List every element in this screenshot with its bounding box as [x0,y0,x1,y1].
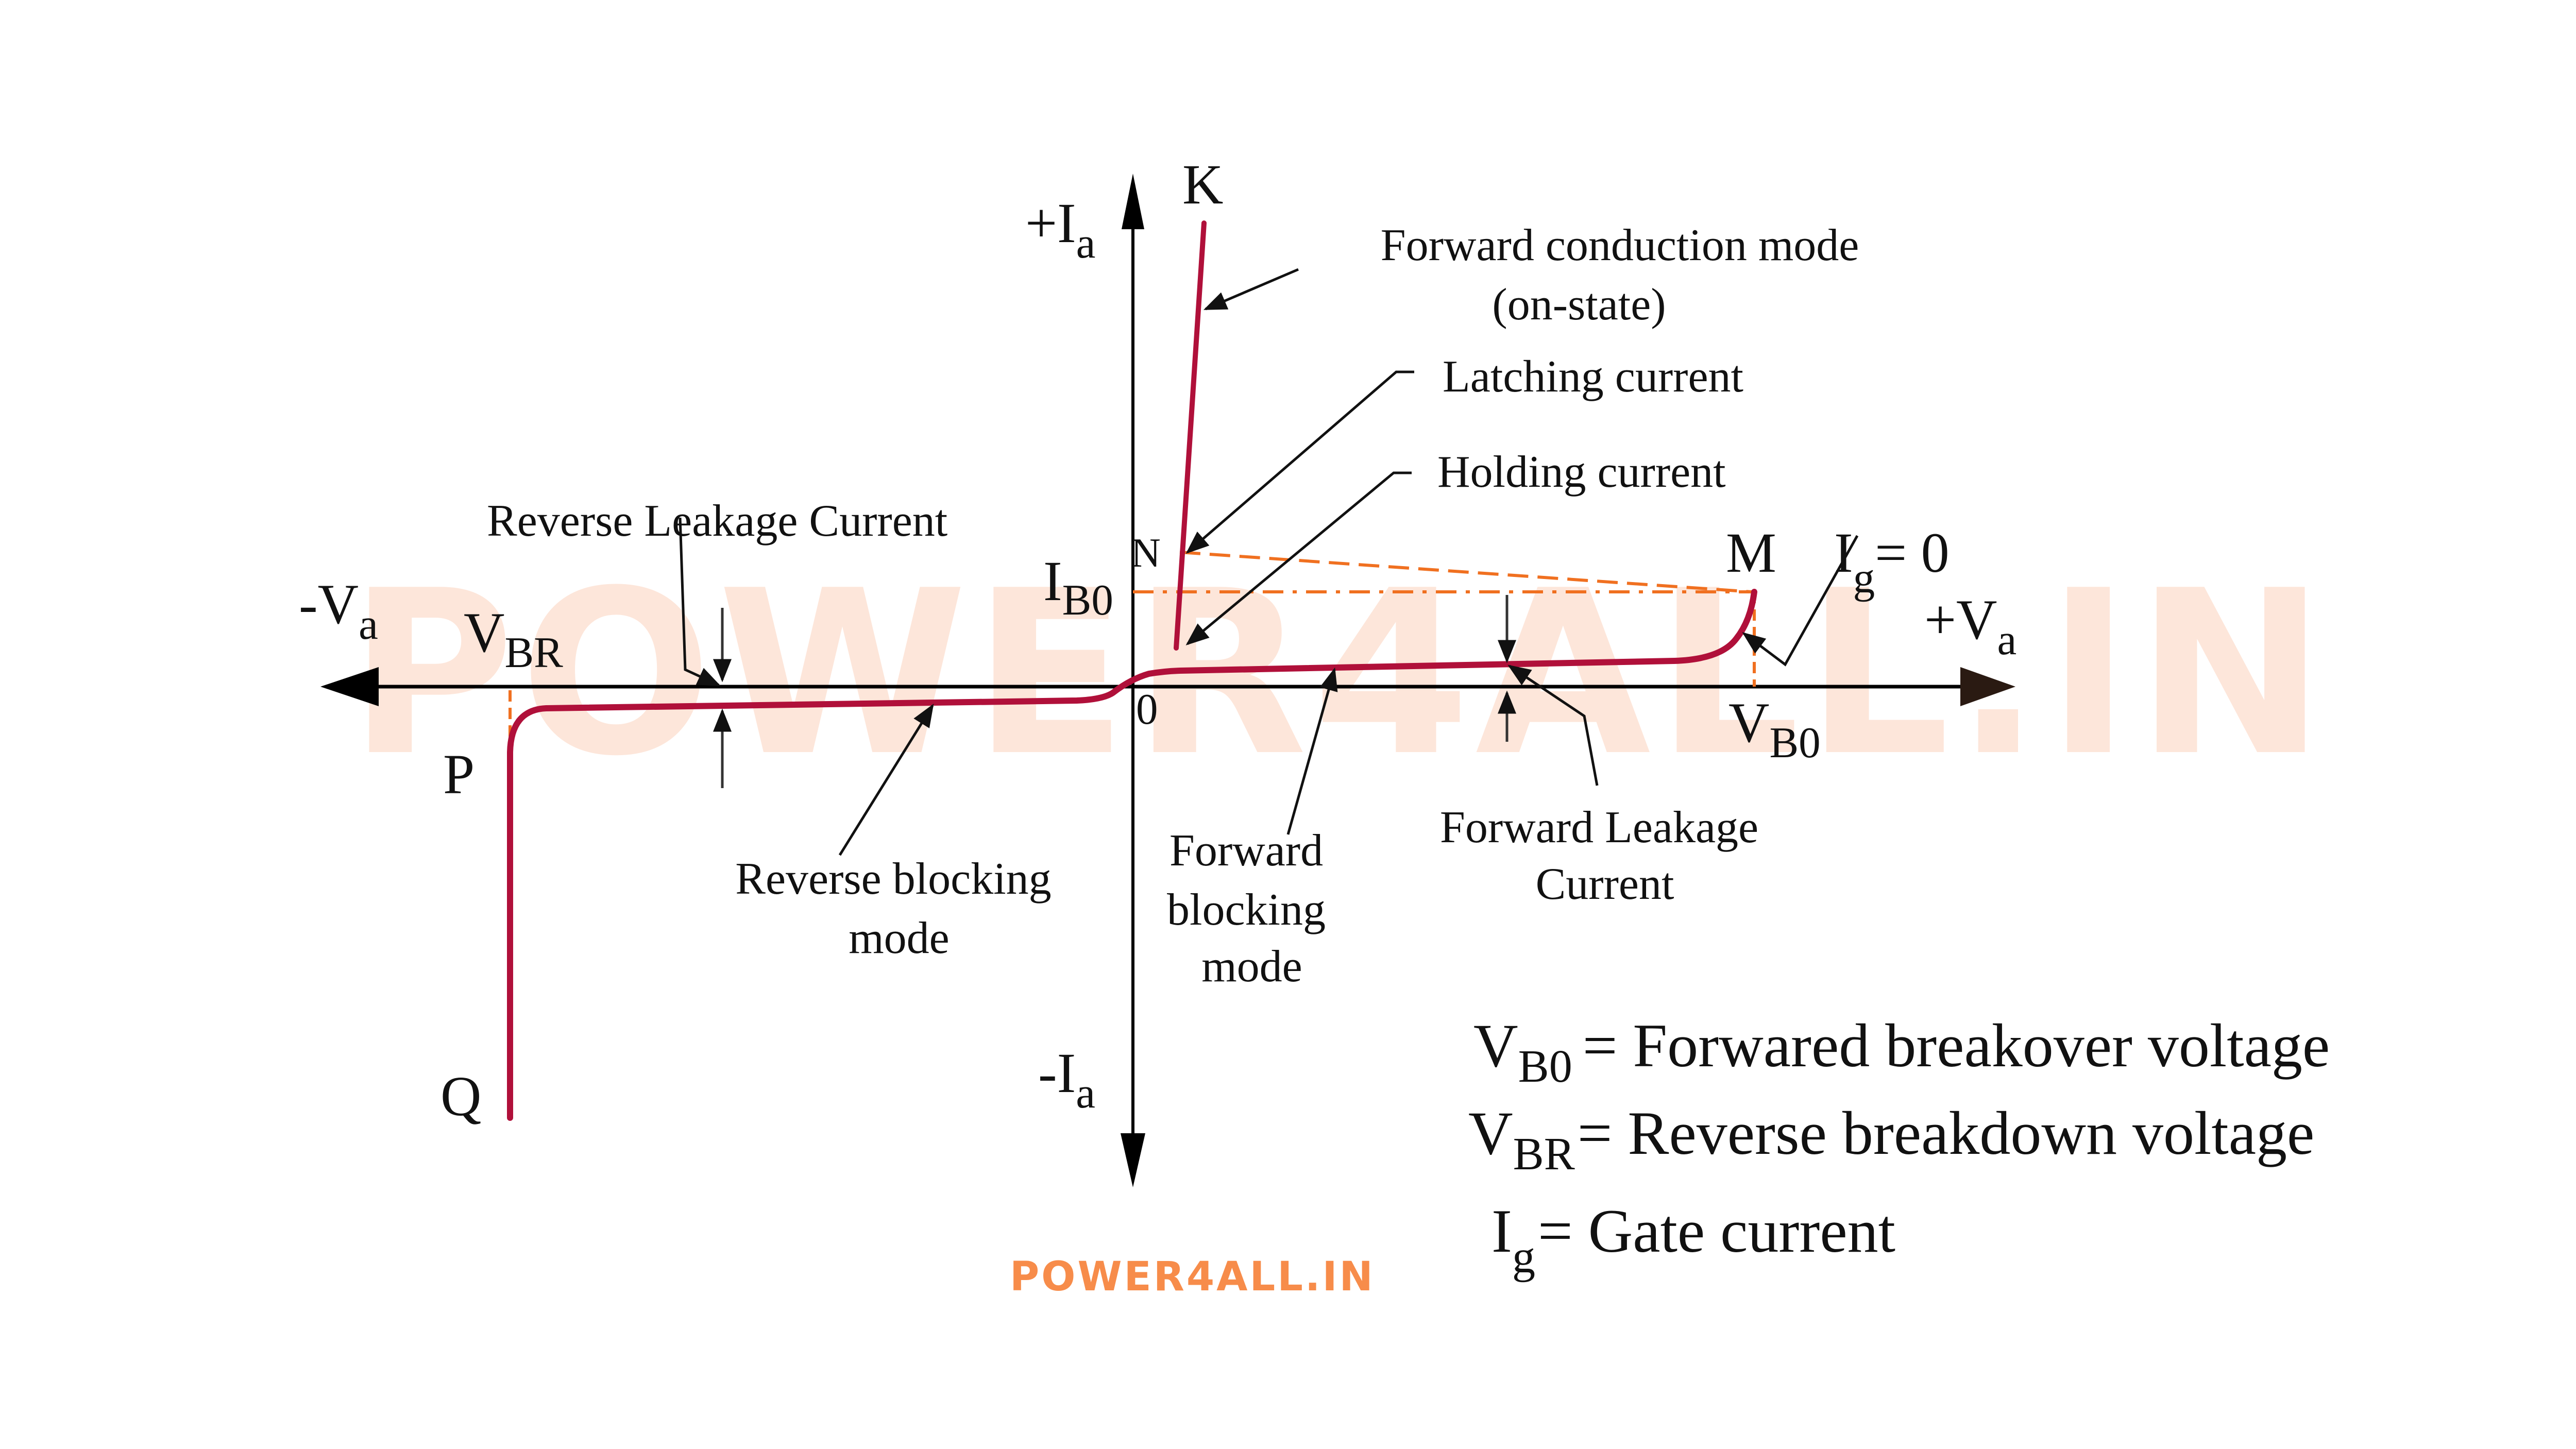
on-state-line [1174,220,1207,651]
forward-blocking-leader [1286,667,1338,835]
forward-leakage-leader [1507,664,1599,786]
ibo-label: IB0 [1043,550,1113,624]
origin-label: 0 [1136,685,1158,734]
pos-y-axis-label: +Ia [1025,192,1095,267]
characteristic-curve [507,220,1757,1121]
watermark-background: POWER4ALL.IN [348,542,2331,806]
latching-leader [1185,370,1414,554]
legend-item-vbr: VBR= Reverse breakdown voltage [1468,1099,2314,1180]
legend: VB0= Forwared breakover voltage VBR= Rev… [1468,1011,2330,1283]
point-k-label: K [1182,153,1223,216]
point-m-label: M [1726,521,1776,584]
y-axis-neg-arrow-icon [1121,1133,1145,1187]
forward-blocking-annotation: Forward blocking mode [1167,826,1337,992]
forward-conduction-leader [1203,268,1299,311]
y-axis-pos-arrow-icon [1122,174,1144,229]
reverse-leakage-leader [679,517,721,687]
reverse-blocking-leader [838,704,934,856]
latching-guide [1179,551,1752,593]
neg-x-axis-label: -Va [299,573,378,649]
latching-current-annotation: Latching current [1443,352,1743,402]
ig0-leader [1742,535,1859,667]
legend-item-vbo: VB0= Forwared breakover voltage [1473,1011,2330,1092]
holding-current-annotation: Holding current [1437,447,1726,497]
axes [320,174,2015,1187]
forward-leakage-annotation: Forward Leakage Current [1440,803,1770,909]
point-q-label: Q [440,1065,481,1128]
point-n-label: N [1131,531,1161,576]
neg-y-axis-label: -Ia [1038,1042,1095,1117]
ig0-label: Ig= 0 [1834,521,1950,602]
leader-arrows [679,268,1859,856]
pos-x-axis-label: +Va [1924,588,2016,664]
vbr-label: VBR [464,601,563,677]
reverse-leakage-annotation: Reverse Leakage Current [487,496,947,546]
vbo-label: VB0 [1728,691,1821,767]
holding-leader [1185,471,1412,645]
reverse-curve [507,589,1757,1121]
legend-item-ig: Ig= Gate current [1492,1197,1895,1283]
footer-watermark: POWER4ALL.IN [1010,1254,1375,1300]
x-axis-neg-arrow-icon [320,667,379,706]
point-p-label: P [443,743,474,806]
reverse-blocking-annotation: Reverse blocking mode [735,854,1062,963]
forward-conduction-annotation: Forward conduction mode (on-state) [1381,220,1871,330]
x-axis-pos-arrow-icon [1960,667,2015,706]
